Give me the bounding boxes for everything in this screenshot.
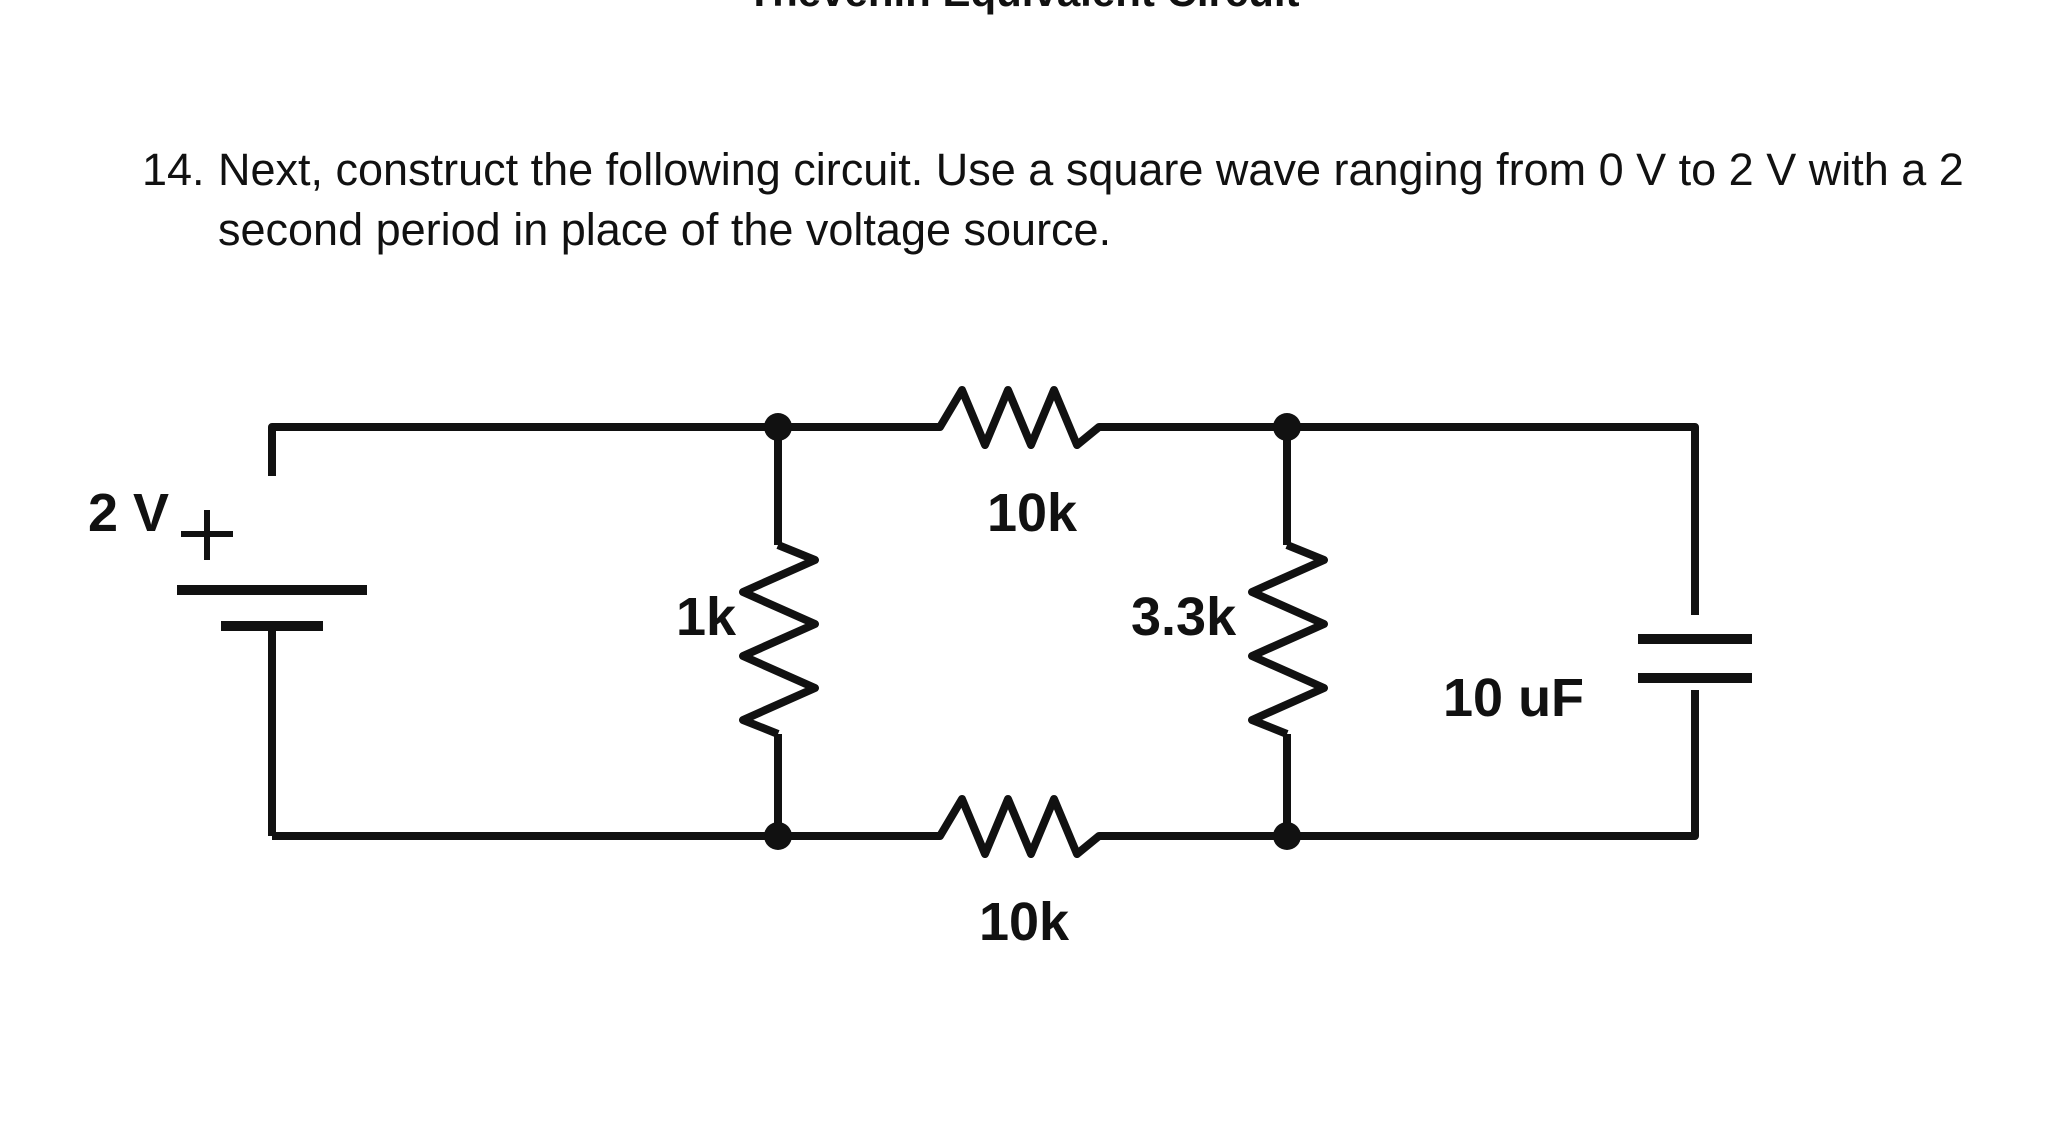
junction-top-right (1273, 413, 1301, 441)
source-label: 2 V (88, 483, 169, 543)
question-line-1: Next, construct the following circuit. U… (218, 144, 1964, 195)
resistor-top-label: 10k (987, 483, 1078, 543)
resistor-right-label: 3.3k (1131, 587, 1237, 647)
junction-top-left (764, 413, 792, 441)
question-number: 14. (142, 144, 205, 195)
question-line-2: second period in place of the voltage so… (218, 204, 1112, 255)
resistor-bottom-label: 10k (979, 892, 1070, 952)
resistor-left-zigzag (739, 541, 819, 738)
junction-bottom-right (1273, 822, 1301, 850)
resistor-left-label: 1k (676, 587, 737, 647)
wire-bottom-right (1287, 690, 1699, 840)
resistor-bottom-zigzag (885, 795, 1121, 858)
wire-top-right (1287, 423, 1699, 615)
resistor-top-zigzag (885, 386, 1121, 449)
page-title: Thevenin Equivalent Circuit (0, 0, 2046, 16)
capacitor-label: 10 uF (1443, 668, 1584, 728)
wire-top-left (268, 423, 885, 476)
junction-bottom-left (764, 822, 792, 850)
resistor-right-zigzag (1248, 541, 1328, 738)
